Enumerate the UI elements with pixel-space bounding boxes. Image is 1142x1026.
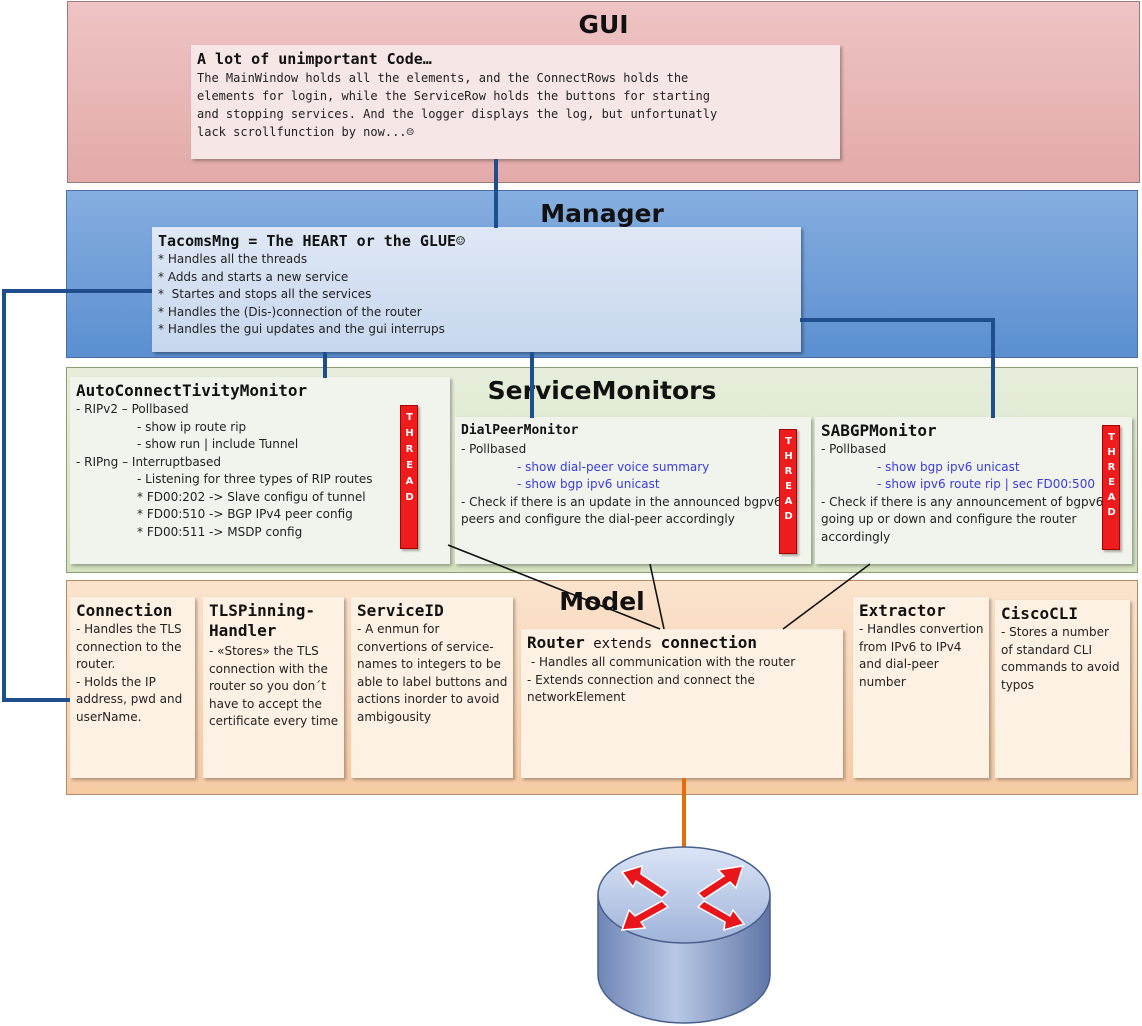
sabgp-monitor-line: accordingly (821, 529, 891, 544)
router-class-line: - Extends connection and connect the (527, 672, 755, 687)
tls-class-title-part1: TLSPinning- (209, 601, 315, 620)
dialpeer-monitor-title: DialPeerMonitor (461, 423, 579, 438)
gui-box-title: A lot of unimportant Code… (197, 50, 432, 68)
service-id-box: ServiceID - A enmun for convertions of s… (351, 597, 513, 778)
dialpeer-monitor-line: - Check if there is an update in the ann… (461, 494, 782, 509)
dialpeer-command: - show dial-peer voice summary (517, 459, 710, 474)
thread-badge-auto: THREAD (400, 405, 418, 549)
gui-box-description: The MainWindow holds all the elements, a… (197, 69, 834, 141)
router-class-box: Router extends connection - Handles all … (521, 629, 843, 778)
serviceid-class-line: - A enmun for (357, 622, 440, 636)
router-class-name: Router (527, 633, 585, 652)
cisco-cli-class-box: CiscoCLI - Stores a number of standard C… (995, 600, 1130, 778)
dial-peer-monitor-box: DialPeerMonitor - Pollbased - show dial-… (455, 417, 811, 564)
router-arrows-icon (620, 864, 746, 932)
extractor-class-line: from IPv6 to IPv4 (859, 639, 962, 654)
connection-class-line: - Handles the TLS (76, 622, 182, 636)
thread-badge-sabgp: THREAD (1102, 425, 1120, 550)
gui-layer-title: GUI (578, 10, 629, 39)
sabgp-monitor-line: going up or down and configure the route… (821, 512, 1077, 526)
router-class-line: - Handles all communication with the rou… (527, 655, 796, 669)
ciscocli-class-line: of standard CLI (1001, 642, 1093, 657)
dialpeer-monitor-line: - Pollbased (461, 442, 527, 456)
manager-layer-title: Manager (540, 199, 664, 228)
manager-box-line: * Startes and stops all the services (158, 287, 372, 301)
auto-monitor-title: AutoConnectTivityMonitor (76, 381, 308, 400)
auto-monitor-line: - show ip route rip (76, 419, 247, 434)
extractor-class-title: Extractor (859, 601, 946, 620)
gui-code-box: A lot of unimportant Code… The MainWindo… (191, 45, 840, 159)
connection-class-line: router. (76, 657, 116, 671)
connection-class-title: Connection (76, 601, 173, 620)
sabgp-monitor-box: SABGPMonitor - Pollbased - show bgp ipv6… (815, 417, 1132, 564)
connection-class-line: userName. (76, 709, 142, 724)
gui-box-line: and stopping services. And the logger di… (197, 107, 718, 121)
serviceid-class-line: able to label buttons and (357, 674, 508, 689)
router-extends-keyword: extends (584, 636, 661, 652)
service-monitors-layer-title: ServiceMonitors (487, 376, 717, 405)
connection-class-box: Connection - Handles the TLS connection … (70, 597, 195, 778)
thread-badge-label: THREAD (1106, 432, 1117, 522)
manager-box-line: * Handles all the threads (158, 252, 308, 266)
manager-box-line: * Handles the gui updates and the gui in… (158, 322, 445, 336)
auto-monitor-line: * FD00:511 -> MSDP config (76, 524, 303, 539)
auto-connectivity-monitor-box: AutoConnectTivityMonitor - RIPv2 – Pollb… (70, 377, 450, 564)
tls-class-line: connection with the (209, 661, 328, 676)
ciscocli-class-line: - Stores a number (1001, 625, 1109, 639)
connection-class-line: address, pwd and (76, 692, 183, 706)
router-parent-class: connection (660, 633, 757, 652)
tacoms-manager-box: TacomsMng = The HEART or the GLUE☺ * Han… (152, 227, 801, 352)
serviceid-class-line: names to integers to be (357, 657, 501, 671)
serviceid-class-title: ServiceID (357, 601, 444, 620)
gui-box-line: elements for login, while the ServiceRow… (197, 89, 710, 103)
extractor-class-line: number (859, 674, 906, 689)
router-class-line: networkElement (527, 690, 626, 704)
serviceid-class-line: ambigousity (357, 709, 431, 724)
gui-box-line: The MainWindow holds all the elements, a… (197, 71, 689, 85)
connection-class-line: connection to the (76, 639, 182, 654)
extractor-class-box: Extractor - Handles convertion from IPv6… (853, 597, 989, 778)
extractor-class-line: - Handles convertion (859, 622, 984, 636)
auto-monitor-line: - show run | include Tunnel (76, 437, 299, 451)
gui-box-line: lack scrollfunction by now...☹ (197, 125, 414, 139)
extractor-class-line: and dial-peer (859, 657, 939, 671)
manager-box-line: * Handles the (Dis-)connection of the ro… (158, 304, 422, 319)
sabgp-monitor-line: - Check if there is any announcement of … (821, 494, 1104, 509)
tls-pinning-handler-box: TLSPinning- Handler - «Stores» the TLS c… (203, 597, 344, 778)
auto-monitor-line: * FD00:510 -> BGP IPv4 peer config (76, 507, 353, 521)
manager-box-title: TacomsMng = The HEART or the GLUE☺ (158, 232, 466, 250)
auto-monitor-line: * FD00:202 -> Slave configu of tunnel (76, 489, 366, 504)
connection-class-line: - Holds the IP (76, 674, 156, 689)
tls-class-line: certificate every time (209, 714, 339, 728)
tls-class-line: - «Stores» the TLS (209, 644, 319, 658)
auto-monitor-line: - RIPng – Interruptbased (76, 454, 221, 469)
router-class-title: Router extends connection (527, 633, 837, 654)
sabgp-monitor-title: SABGPMonitor (821, 421, 937, 440)
tls-class-line: have to accept the (209, 696, 322, 711)
tls-class-line: router so you don´t (209, 679, 326, 693)
ciscocli-class-line: typos (1001, 677, 1035, 692)
ciscocli-class-line: commands to avoid (1001, 660, 1120, 674)
thread-badge-dialpeer: THREAD (779, 429, 797, 554)
manager-box-line: * Adds and starts a new service (158, 269, 349, 284)
thread-badge-label: THREAD (404, 412, 415, 508)
dialpeer-monitor-line: peers and configure the dial-peer accord… (461, 512, 735, 526)
sabgp-monitor-line: - Pollbased (821, 442, 887, 456)
auto-monitor-line: - RIPv2 – Pollbased (76, 402, 189, 416)
dialpeer-command: - show bgp ipv6 unicast (517, 477, 660, 491)
serviceid-class-line: convertions of service- (357, 639, 494, 654)
ciscocli-class-title: CiscoCLI (1001, 604, 1079, 623)
thread-badge-label: THREAD (783, 436, 794, 526)
sabgp-command: - show ipv6 route rip | sec FD00:500 (877, 477, 1095, 491)
sabgp-command: - show bgp ipv6 unicast (877, 459, 1020, 474)
serviceid-class-line: actions inorder to avoid (357, 692, 500, 706)
router-icon (597, 846, 771, 1024)
auto-monitor-line: - Listening for three types of RIP route… (76, 472, 373, 486)
tls-class-title-part2: Handler (209, 621, 277, 640)
